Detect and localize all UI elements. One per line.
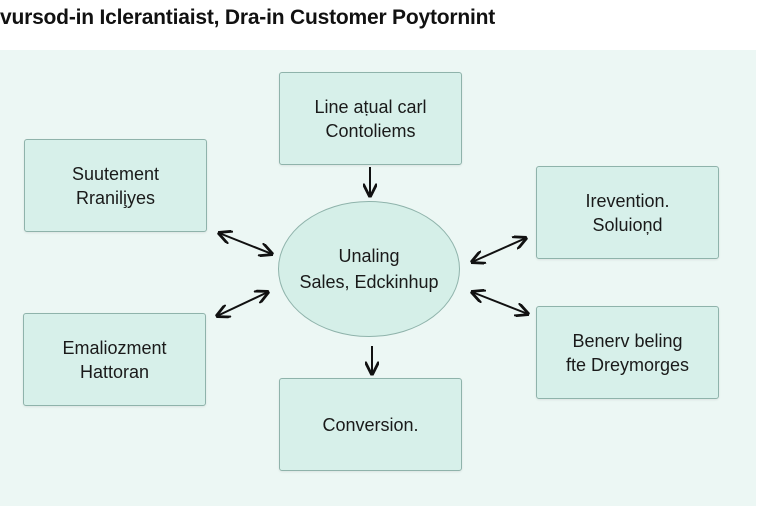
node-bottom-left-line1: Emaliozment	[62, 337, 167, 358]
node-bottom-right-line2: fte Dreymorges	[565, 354, 690, 375]
diagram-title: vursod-in Iclerantiaist, Dra-in Customer…	[0, 6, 496, 29]
node-bottom-left: Emaliozment Hattoran	[23, 313, 206, 406]
node-top-left: Suutement Rranili̧yes	[24, 139, 207, 232]
node-top: Line aṭual carl Contoliems	[279, 72, 462, 165]
node-center: Unaling Sales, Edckinhup	[278, 201, 460, 337]
node-bottom-right: Benerv beling fte Dreymorges	[536, 306, 719, 399]
node-top-left-line2: Rranili̧yes	[75, 187, 156, 208]
node-top-right: Irevention. Soluioņd	[536, 166, 719, 259]
arrow-bottom-right-center	[472, 292, 528, 314]
node-bottom: Conversion.	[279, 378, 462, 471]
node-top-right-line2: Soluioņd	[592, 214, 663, 235]
node-center-line2: Sales, Edckinhup	[299, 272, 439, 292]
node-top-right-line1: Irevention.	[585, 190, 670, 211]
node-bottom-left-line2: Hattoran	[79, 361, 150, 382]
node-top-line2: Contoliems	[325, 120, 416, 141]
arrow-bottom-left-center	[217, 292, 268, 316]
node-center-line1: Unaling	[338, 246, 400, 266]
node-top-line1: Line aṭual carl	[314, 96, 427, 117]
node-top-left-line1: Suutement	[71, 163, 160, 184]
node-bottom-line1: Conversion.	[322, 414, 419, 435]
arrow-top-left-center	[219, 233, 272, 254]
node-bottom-right-line1: Benerv beling	[572, 330, 683, 351]
arrow-top-right-center	[472, 238, 526, 262]
